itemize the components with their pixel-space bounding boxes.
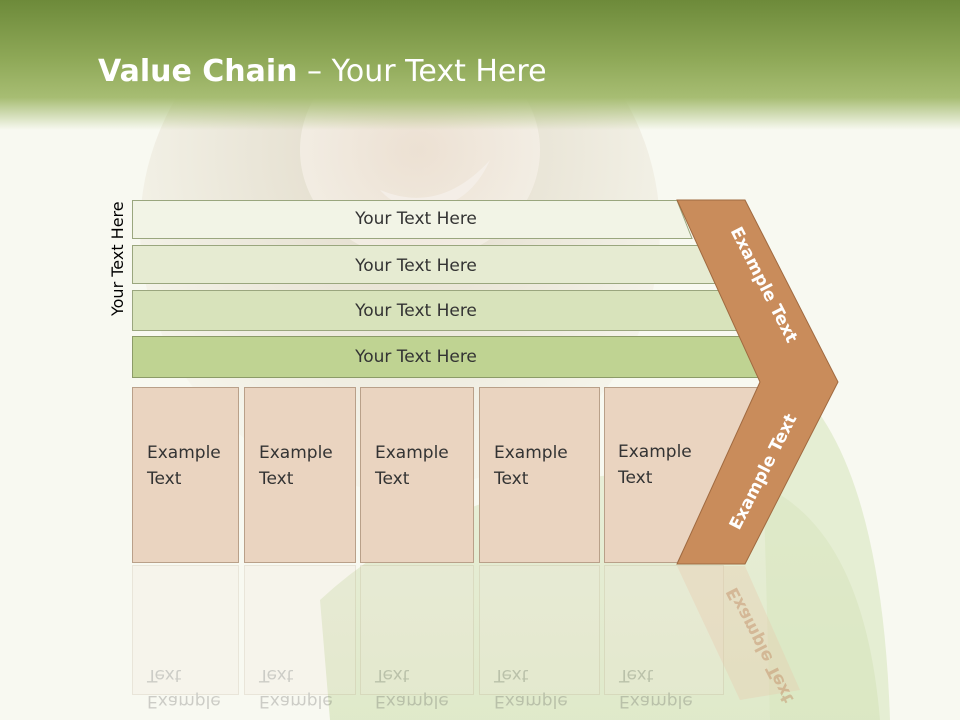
title-bold: Value Chain (98, 54, 298, 89)
support-bar-1-label: Your Text Here (355, 209, 477, 229)
support-bar-1-shape (132, 200, 693, 239)
slide-title: Value Chain – Your Text Here (98, 54, 547, 89)
primary-cell-3: Example Text (360, 387, 474, 563)
support-bar-4-label: Your Text Here (355, 347, 477, 367)
support-bar-3-label: Your Text Here (355, 301, 477, 321)
support-bar-2-label: Your Text Here (355, 256, 477, 276)
primary-cell-4: Example Text (479, 387, 600, 563)
primary-cell-1: Example Text (132, 387, 239, 563)
margin-chevron (676, 199, 839, 565)
title-rest: – Your Text Here (297, 54, 547, 89)
primary-cell-2: Example Text (244, 387, 356, 563)
primary-cell-2-text: Example Text (259, 443, 333, 489)
margin-chevron-reflection (677, 566, 800, 700)
header-band (0, 0, 960, 130)
primary-cell-4-text: Example Text (494, 443, 568, 489)
primary-cell-1-text: Example Text (147, 443, 221, 489)
primary-cell-3-text: Example Text (375, 443, 449, 489)
primary-cell-5-text: Example Text (618, 442, 692, 488)
